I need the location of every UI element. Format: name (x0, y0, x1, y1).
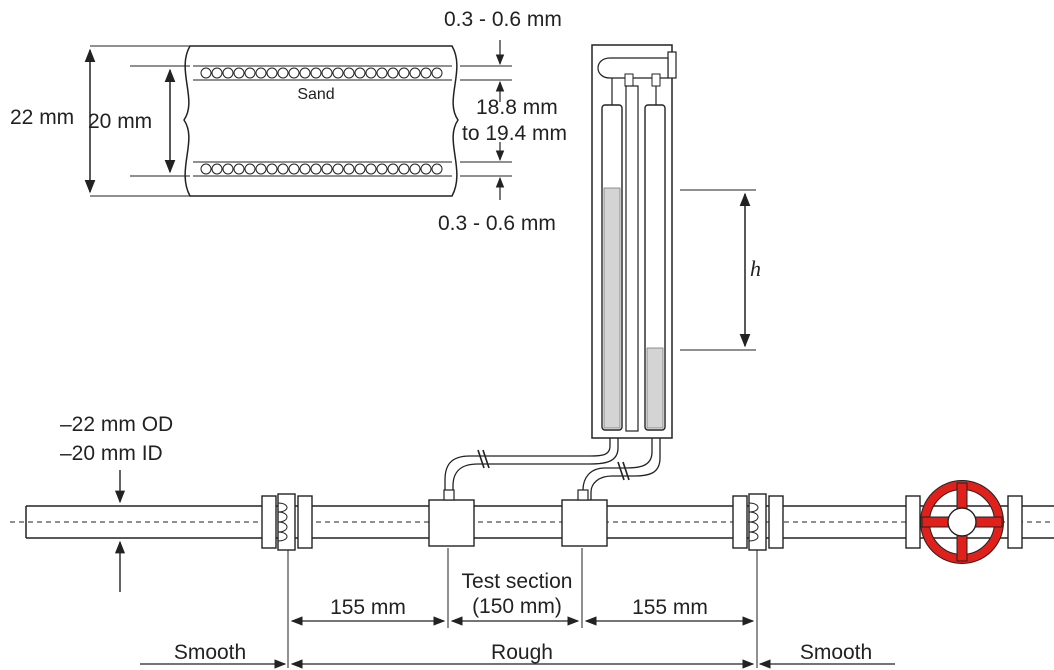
sand-grain (266, 163, 278, 175)
sand-grain (387, 67, 399, 79)
manometer-fluid-left (603, 187, 621, 429)
sand-grain (376, 67, 388, 79)
sand-grain (288, 67, 300, 79)
downstream-length-label: 155 mm (632, 596, 708, 619)
sand-grain (431, 163, 443, 175)
sand-grain (222, 67, 234, 79)
sand-grain (255, 163, 267, 175)
sand-grain (200, 163, 212, 175)
sand-grains-top (200, 67, 443, 79)
layer-thickness-top-label: 0.3 - 0.6 mm (444, 8, 562, 31)
outer-diameter-label: 22 mm (10, 106, 74, 129)
smooth-left-label: Smooth (174, 641, 246, 664)
effective-diameter-label-line2: to 19.4 mm (462, 122, 567, 145)
sand-grain (266, 67, 278, 79)
sand-grain (277, 67, 289, 79)
manometer-hoses (444, 438, 661, 500)
sand-grain (222, 163, 234, 175)
sand-grain (299, 67, 311, 79)
pressure-tap-upstream (428, 489, 475, 547)
sand-grain (376, 163, 388, 175)
dimension-lines: 155 mm Test section (150 mm) 155 mm Smoo… (140, 548, 895, 669)
sand-grain (409, 163, 421, 175)
sand-grain (365, 163, 377, 175)
manometer-fluid-right (646, 347, 664, 429)
sand-grain (332, 163, 344, 175)
pressure-tap-downstream (561, 489, 608, 547)
sand-grain (409, 67, 421, 79)
pipe-inner-diameter-label: –20 mm ID (60, 442, 163, 465)
sand-grain (200, 67, 212, 79)
upstream-length-label: 155 mm (330, 596, 406, 619)
sand-grain (343, 67, 355, 79)
sand-grain (398, 163, 410, 175)
layer-thickness-bottom-label: 0.3 - 0.6 mm (438, 212, 556, 235)
coupling-left (261, 493, 313, 551)
sand-grain (354, 163, 366, 175)
sand-grain (321, 67, 333, 79)
sand-grain (420, 163, 432, 175)
sand-grain (288, 163, 300, 175)
sand-grain (255, 67, 267, 79)
sand-grain (321, 163, 333, 175)
sand-grain (233, 163, 245, 175)
sand-grain (233, 67, 245, 79)
manometer: h (591, 44, 761, 439)
valve (905, 480, 1023, 564)
effective-diameter-label-line1: 18.8 mm (476, 96, 558, 119)
sand-grain (354, 67, 366, 79)
sand-grain (343, 163, 355, 175)
inner-diameter-label: 20 mm (88, 110, 152, 133)
smooth-right-label: Smooth (800, 641, 872, 664)
sand-grain (310, 163, 322, 175)
sand-grain (431, 67, 443, 79)
sand-grain (387, 163, 399, 175)
sand-grain (332, 67, 344, 79)
sand-grain (244, 67, 256, 79)
sand-grain (420, 67, 432, 79)
sand-grain (365, 67, 377, 79)
coupling-right (732, 493, 784, 551)
sand-grain (211, 67, 223, 79)
sand-grain (299, 163, 311, 175)
test-section-label-line2: (150 mm) (472, 595, 562, 618)
rough-label: Rough (491, 641, 553, 664)
sand-grain (244, 163, 256, 175)
pipe-run: –22 mm OD –20 mm ID (10, 413, 1054, 592)
sand-pipe-detail: Sand 22 mm 20 mm 0.3 - 0.6 mm 18.8 mm to… (10, 8, 567, 235)
sand-grain (310, 67, 322, 79)
sand-label: Sand (297, 86, 334, 103)
sand-grain (398, 67, 410, 79)
sand-grain (277, 163, 289, 175)
head-difference-label: h (750, 256, 761, 281)
sand-grain (211, 163, 223, 175)
pipe-detail-outline (183, 45, 459, 197)
test-section-label-line1: Test section (462, 570, 573, 593)
pipe-outer-diameter-label: –22 mm OD (60, 413, 173, 436)
valve-handwheel (920, 480, 1004, 564)
sand-grains-bottom (200, 163, 443, 175)
